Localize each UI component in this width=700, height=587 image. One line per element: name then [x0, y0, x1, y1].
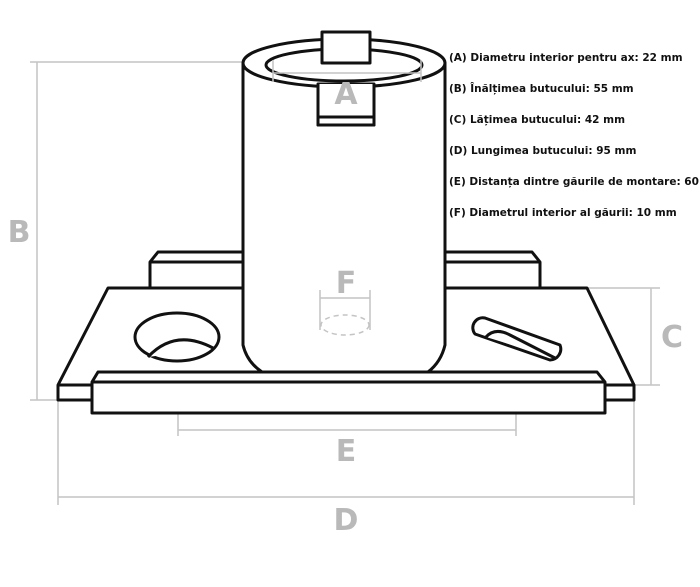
front-bar — [90, 370, 607, 415]
spec-d: (D) Lungimea butucului: 95 mm — [449, 145, 637, 157]
inner-hole-hidden-line — [320, 314, 370, 336]
dimension-d — [57, 385, 635, 505]
mounting-hole — [133, 311, 221, 363]
label-e: E — [336, 434, 357, 469]
label-f: F — [336, 266, 357, 301]
label-a: A — [334, 77, 358, 112]
spec-b: (B) Înălțimea butucului: 55 mm — [449, 83, 634, 95]
hole-inner-edge — [146, 338, 214, 359]
spec-c: (C) Lățimea butucului: 42 mm — [449, 114, 626, 126]
label-b: B — [8, 215, 31, 250]
slot-inner-edge — [484, 330, 556, 360]
keyway-notch — [320, 34, 372, 65]
keyway-slot — [316, 84, 376, 127]
dimension-f — [319, 290, 371, 330]
spec-e: (E) Distanța dintre găurile de montare: … — [449, 176, 700, 188]
dimension-a — [272, 60, 422, 82]
dimension-c — [587, 287, 660, 386]
dimension-b — [30, 61, 243, 401]
spec-f: (F) Diametrul interior al găurii: 10 mm — [449, 207, 677, 219]
spec-a: (A) Diametru interior pentru ax: 22 mm — [449, 52, 683, 64]
label-c: C — [661, 320, 683, 355]
label-d: D — [334, 503, 359, 538]
